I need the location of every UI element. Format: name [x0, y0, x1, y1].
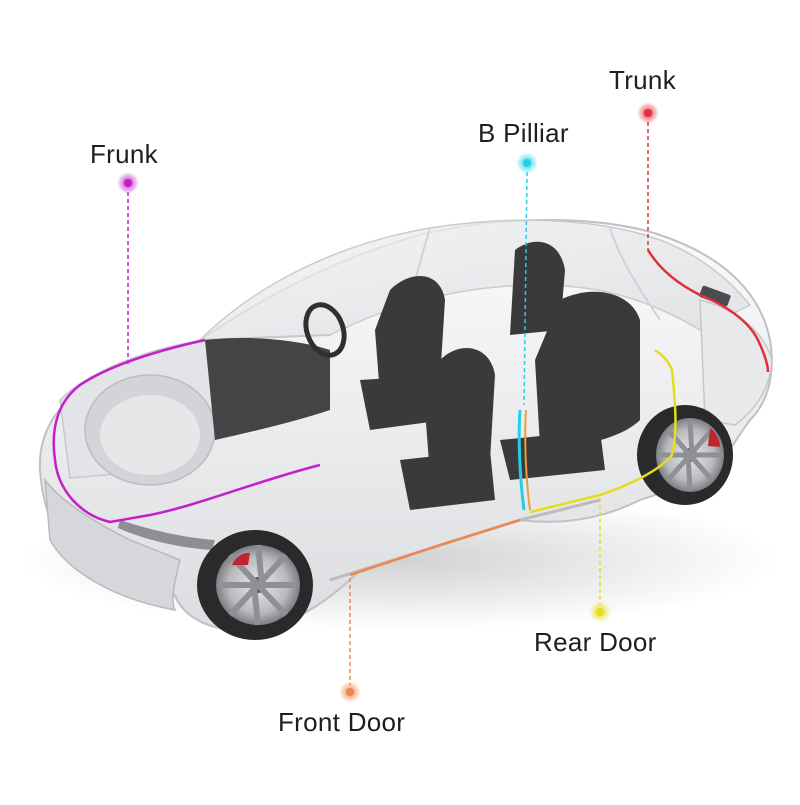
b-pillar-label: B Pilliar [478, 118, 569, 148]
trunk-dot [637, 102, 659, 124]
frunk-dot [117, 172, 139, 194]
b-pillar-leader-line [523, 171, 528, 406]
trunk-label: Trunk [609, 65, 676, 95]
brake-caliper [232, 552, 250, 565]
rear-door-seal [529, 348, 677, 514]
front-wheel [197, 530, 313, 640]
trunk-seal [646, 249, 770, 373]
b-pillar-dot [516, 152, 538, 174]
rear-door-label: Rear Door [534, 627, 657, 657]
frunk-seal [52, 338, 321, 524]
frunk-label: Frunk [90, 139, 158, 169]
b-pillar-seal [517, 409, 526, 511]
rear-door-dot [589, 601, 611, 623]
front-door-dot [339, 681, 361, 703]
seats [205, 241, 640, 510]
front-door-seal [349, 518, 521, 577]
rear-wheel [637, 405, 733, 505]
front-door-label: Front Door [278, 707, 406, 737]
